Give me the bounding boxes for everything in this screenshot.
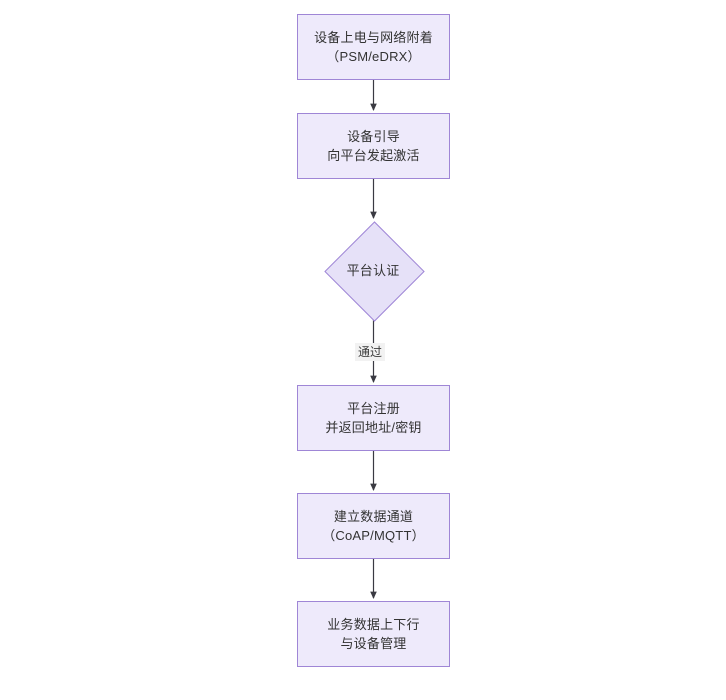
node-business-data-and-device-management[interactable]: 业务数据上下行 与设备管理 (297, 601, 450, 667)
node-label-line: 平台认证 (346, 262, 400, 278)
node-label-line: 业务数据上下行 (327, 617, 420, 632)
node-label-line: 平台注册 (347, 401, 400, 416)
node-label-line: 建立数据通道 (333, 509, 414, 524)
node-device-power-on[interactable]: 设备上电与网络附着 （PSM/eDRX） (297, 14, 450, 80)
node-label-line: （CoAP/MQTT） (322, 528, 425, 543)
node-label-line: 并返回地址/密钥 (325, 420, 422, 435)
node-label-line: 与设备管理 (340, 636, 407, 651)
node-platform-registration[interactable]: 平台注册 并返回地址/密钥 (297, 385, 450, 451)
node-label-line: 向平台发起激活 (327, 148, 420, 163)
node-label-line: （PSM/eDRX） (326, 49, 421, 64)
edge-label-pass: 通过 (355, 343, 386, 361)
node-label-line: 设备引导 (347, 129, 400, 144)
node-label-line: 设备上电与网络附着 (314, 30, 433, 45)
node-establish-data-channel[interactable]: 建立数据通道 （CoAP/MQTT） (297, 493, 450, 559)
node-device-bootstrap[interactable]: 设备引导 向平台发起激活 (297, 113, 450, 179)
node-platform-authentication[interactable]: 平台认证 (323, 220, 425, 322)
